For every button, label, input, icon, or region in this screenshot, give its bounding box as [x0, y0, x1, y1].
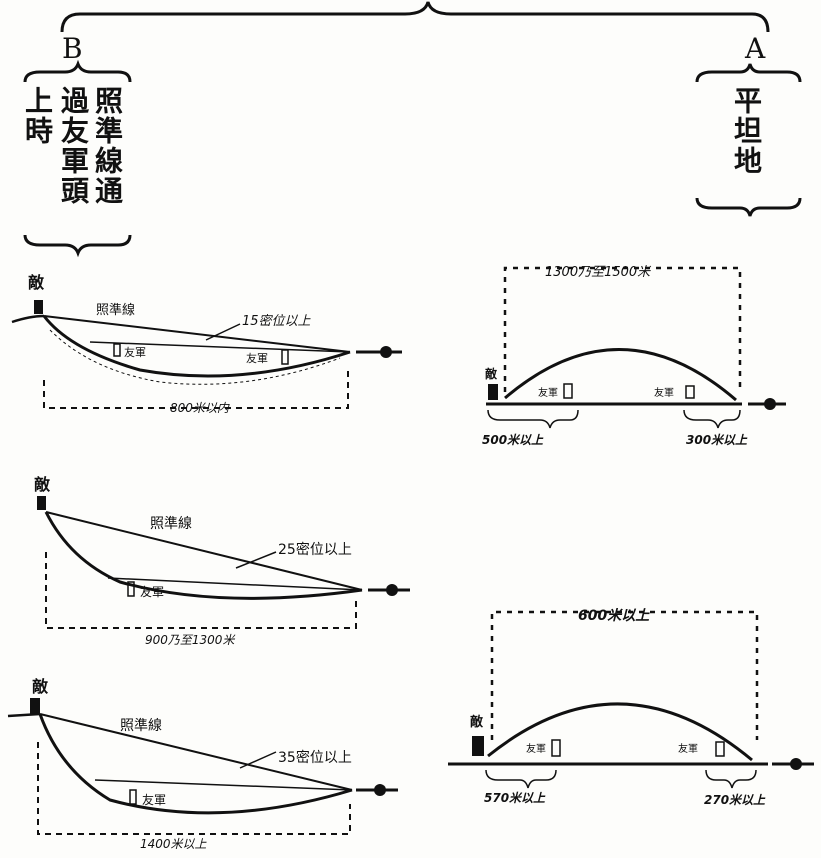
distance-bracket	[37, 742, 351, 835]
distance-label: 1400米以上	[140, 837, 208, 851]
left-brace	[485, 769, 557, 789]
friendly-label: 友軍	[140, 585, 164, 599]
gun-marker	[764, 398, 776, 410]
label-b: B	[62, 32, 83, 65]
gun-marker	[374, 784, 386, 796]
enemy-marker	[30, 698, 40, 714]
friendly-marker-1	[551, 739, 561, 757]
panel-a1: 1300乃至1500米 敵 友軍 友軍 500米以上 300米以上	[482, 265, 786, 447]
distance-bracket	[43, 370, 349, 409]
friendly-label-2: 友軍	[678, 742, 698, 755]
enemy-marker	[488, 384, 498, 400]
distance-bracket	[45, 552, 357, 629]
right-brace	[705, 769, 757, 789]
gun-marker	[380, 346, 392, 358]
friendly-marker-1	[113, 343, 121, 357]
right-distance-label: 300米以上	[686, 433, 748, 447]
top-distance-label: 600米以上	[578, 607, 650, 624]
friendly-label-1: 友軍	[526, 742, 546, 755]
top-bracket	[503, 266, 742, 392]
column-b-line1: 照準線通	[91, 86, 124, 206]
right-brace	[683, 409, 741, 429]
trajectory	[487, 702, 753, 762]
friendly-marker-2	[685, 385, 695, 399]
distance-label: 900乃至1300米	[145, 633, 236, 647]
left-brace	[487, 409, 579, 429]
friendly-label-1: 友軍	[124, 345, 146, 359]
top-bracket	[490, 610, 759, 740]
column-b-line2: 過友軍頭	[57, 86, 90, 206]
b-top-brace	[23, 59, 132, 83]
right-distance-label: 270米以上	[704, 793, 766, 807]
valley-curve	[42, 315, 351, 378]
enemy-slope	[11, 314, 45, 324]
gun-marker	[790, 758, 802, 770]
label-a: A	[744, 32, 766, 65]
fire-line	[107, 577, 363, 591]
clearance-label: 35密位以上	[278, 749, 352, 766]
hatch	[49, 329, 341, 385]
panel-b1: 敵 照準線 15密位以上 友軍 友軍 800米以内	[11, 273, 402, 415]
column-a-text: 平坦地	[730, 86, 763, 176]
enemy-label: 敵	[34, 475, 51, 494]
friendly-marker-1	[563, 383, 573, 399]
b-bottom-brace	[23, 234, 132, 258]
sightline	[43, 315, 351, 353]
a-top-brace	[695, 63, 802, 83]
a-bottom-brace	[695, 197, 802, 217]
panel-b3: 敵 照準線 35密位以上 友軍 1400米以上	[7, 677, 398, 851]
clearance-leader	[239, 751, 277, 769]
distance-label: 800米以内	[170, 401, 230, 415]
friendly-label: 友軍	[142, 793, 166, 807]
valley-curve	[44, 511, 363, 600]
fire-line	[94, 779, 353, 791]
clearance-leader	[205, 323, 241, 341]
panel-b2: 敵 照準線 25密位以上 友軍 900乃至1300米	[34, 475, 410, 647]
enemy-label: 敵	[485, 366, 498, 381]
column-b-line3: 上時	[21, 86, 54, 146]
left-distance-label: 570米以上	[484, 791, 546, 805]
clearance-label: 25密位以上	[278, 541, 352, 558]
friendly-label-2: 友軍	[654, 386, 674, 399]
clearance-leader	[235, 551, 277, 569]
top-distance-label: 1300乃至1500米	[545, 265, 652, 280]
sightline	[39, 713, 353, 791]
enemy-ledge	[7, 712, 41, 718]
clearance-label: 15密位以上	[242, 313, 312, 329]
enemy-marker	[37, 496, 46, 510]
top-brace	[60, 1, 770, 33]
gun-marker	[386, 584, 398, 596]
enemy-label: 敵	[28, 273, 45, 292]
friendly-marker	[129, 789, 137, 805]
friendly-marker-2	[281, 349, 289, 365]
sightline	[45, 511, 363, 591]
enemy-label: 敵	[470, 714, 484, 730]
enemy-label: 敵	[32, 677, 49, 696]
trajectory	[504, 348, 737, 402]
friendly-label-2: 友軍	[246, 351, 268, 365]
sightline-label: 照準線	[96, 302, 135, 318]
enemy-marker	[34, 300, 43, 314]
enemy-marker	[472, 736, 484, 756]
valley-curve	[38, 713, 353, 815]
sightline-label: 照準線	[120, 718, 162, 734]
left-distance-label: 500米以上	[482, 433, 544, 447]
fire-line	[89, 341, 351, 353]
friendly-label-1: 友軍	[538, 386, 558, 399]
friendly-marker	[127, 581, 135, 597]
friendly-marker-2	[715, 741, 725, 757]
sightline-label: 照準線	[150, 516, 192, 532]
panel-a2: 600米以上 敵 友軍 友軍 570米以上 270米以上	[448, 607, 814, 807]
